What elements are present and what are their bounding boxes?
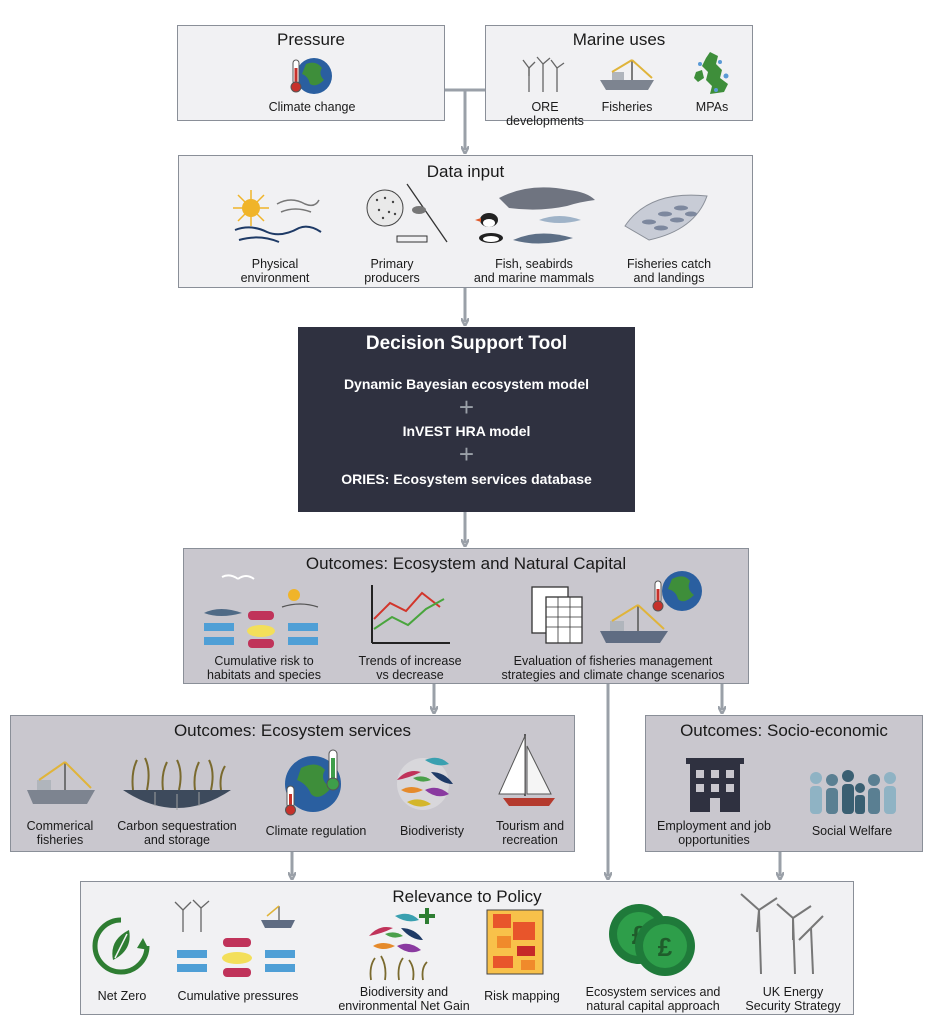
natural-capital-box: Outcomes: Ecosystem and Natural Capital … [183,548,749,684]
decision-support-tool-box: Decision Support Tool Dynamic Bayesian e… [298,327,635,512]
dst-line-3: ORIES: Ecosystem services database [341,471,592,487]
sailboat-icon [498,734,555,806]
ecosystem-services-label-4: Biodiveristy [400,824,464,838]
plus-icon: + [458,439,475,469]
pound-coins-icon: £ £ [609,904,695,976]
uk-map-icon [694,52,729,94]
pressure-title: Pressure [276,30,346,49]
fishing-boat-icon [600,59,654,90]
data-input-title: Data input [426,162,505,181]
policy-label-4: Risk mapping [484,989,560,1003]
plus-icon: + [458,392,475,422]
cumulative-pressures-icon [174,899,295,977]
fisheries-label: Fisheries [601,100,653,114]
sun-wind-waves-icon [233,190,322,243]
dst-title: Decision Support Tool [365,333,568,354]
dst-line-2: InVEST HRA model [402,423,531,439]
trend-chart-icon [371,585,450,644]
policy-label-2: Cumulative pressures [177,989,299,1003]
building-icon [686,758,744,812]
pressure-item-label: Climate change [268,100,356,114]
wind-turbines-icon [740,893,824,975]
net-zero-leaf-icon [92,917,150,975]
ecosystem-services-label-3: Climate regulation [265,824,367,838]
natural-capital-title: Outcomes: Ecosystem and Natural Capital [305,554,627,573]
policy-box: Relevance to Policy Net Zero Cumulative … [80,881,854,1015]
people-icon [810,770,896,814]
mpas-label: MPAs [695,100,729,114]
ecosystem-services-title: Outcomes: Ecosystem services [173,721,412,740]
fish-seabirds-mammals-icon [475,187,595,244]
svg-text:£: £ [658,932,673,962]
marine-uses-title: Marine uses [572,30,666,49]
fishing-boat-icon [600,604,668,643]
dst-line-1: Dynamic Bayesian ecosystem model [343,376,590,392]
globe-thermometer-icon [290,58,332,94]
policy-label-1: Net Zero [97,989,147,1003]
biodiversity-icon [397,757,453,810]
globe-thermometer-icon [652,571,702,612]
socio-economic-label-2: Social Welfare [811,824,893,838]
risk-diagram-icon [204,574,319,648]
globe-thermometer-icon [285,749,341,816]
pressure-box: Pressure Climate change [177,25,445,121]
fish-shoal-icon [624,194,708,241]
fishing-boat-icon [27,761,95,804]
policy-title: Relevance to Policy [392,887,542,906]
spreadsheet-icon [531,586,583,644]
socio-economic-title: Outcomes: Socio-economic [680,721,888,740]
plankton-icon [366,183,448,243]
biodiversity-net-gain-icon [369,908,435,981]
socio-economic-box: Outcomes: Socio-economic Employment and … [645,715,923,852]
seagrass-icon [123,757,231,810]
heatmap-icon [486,909,544,975]
wind-turbines-icon [522,56,565,92]
